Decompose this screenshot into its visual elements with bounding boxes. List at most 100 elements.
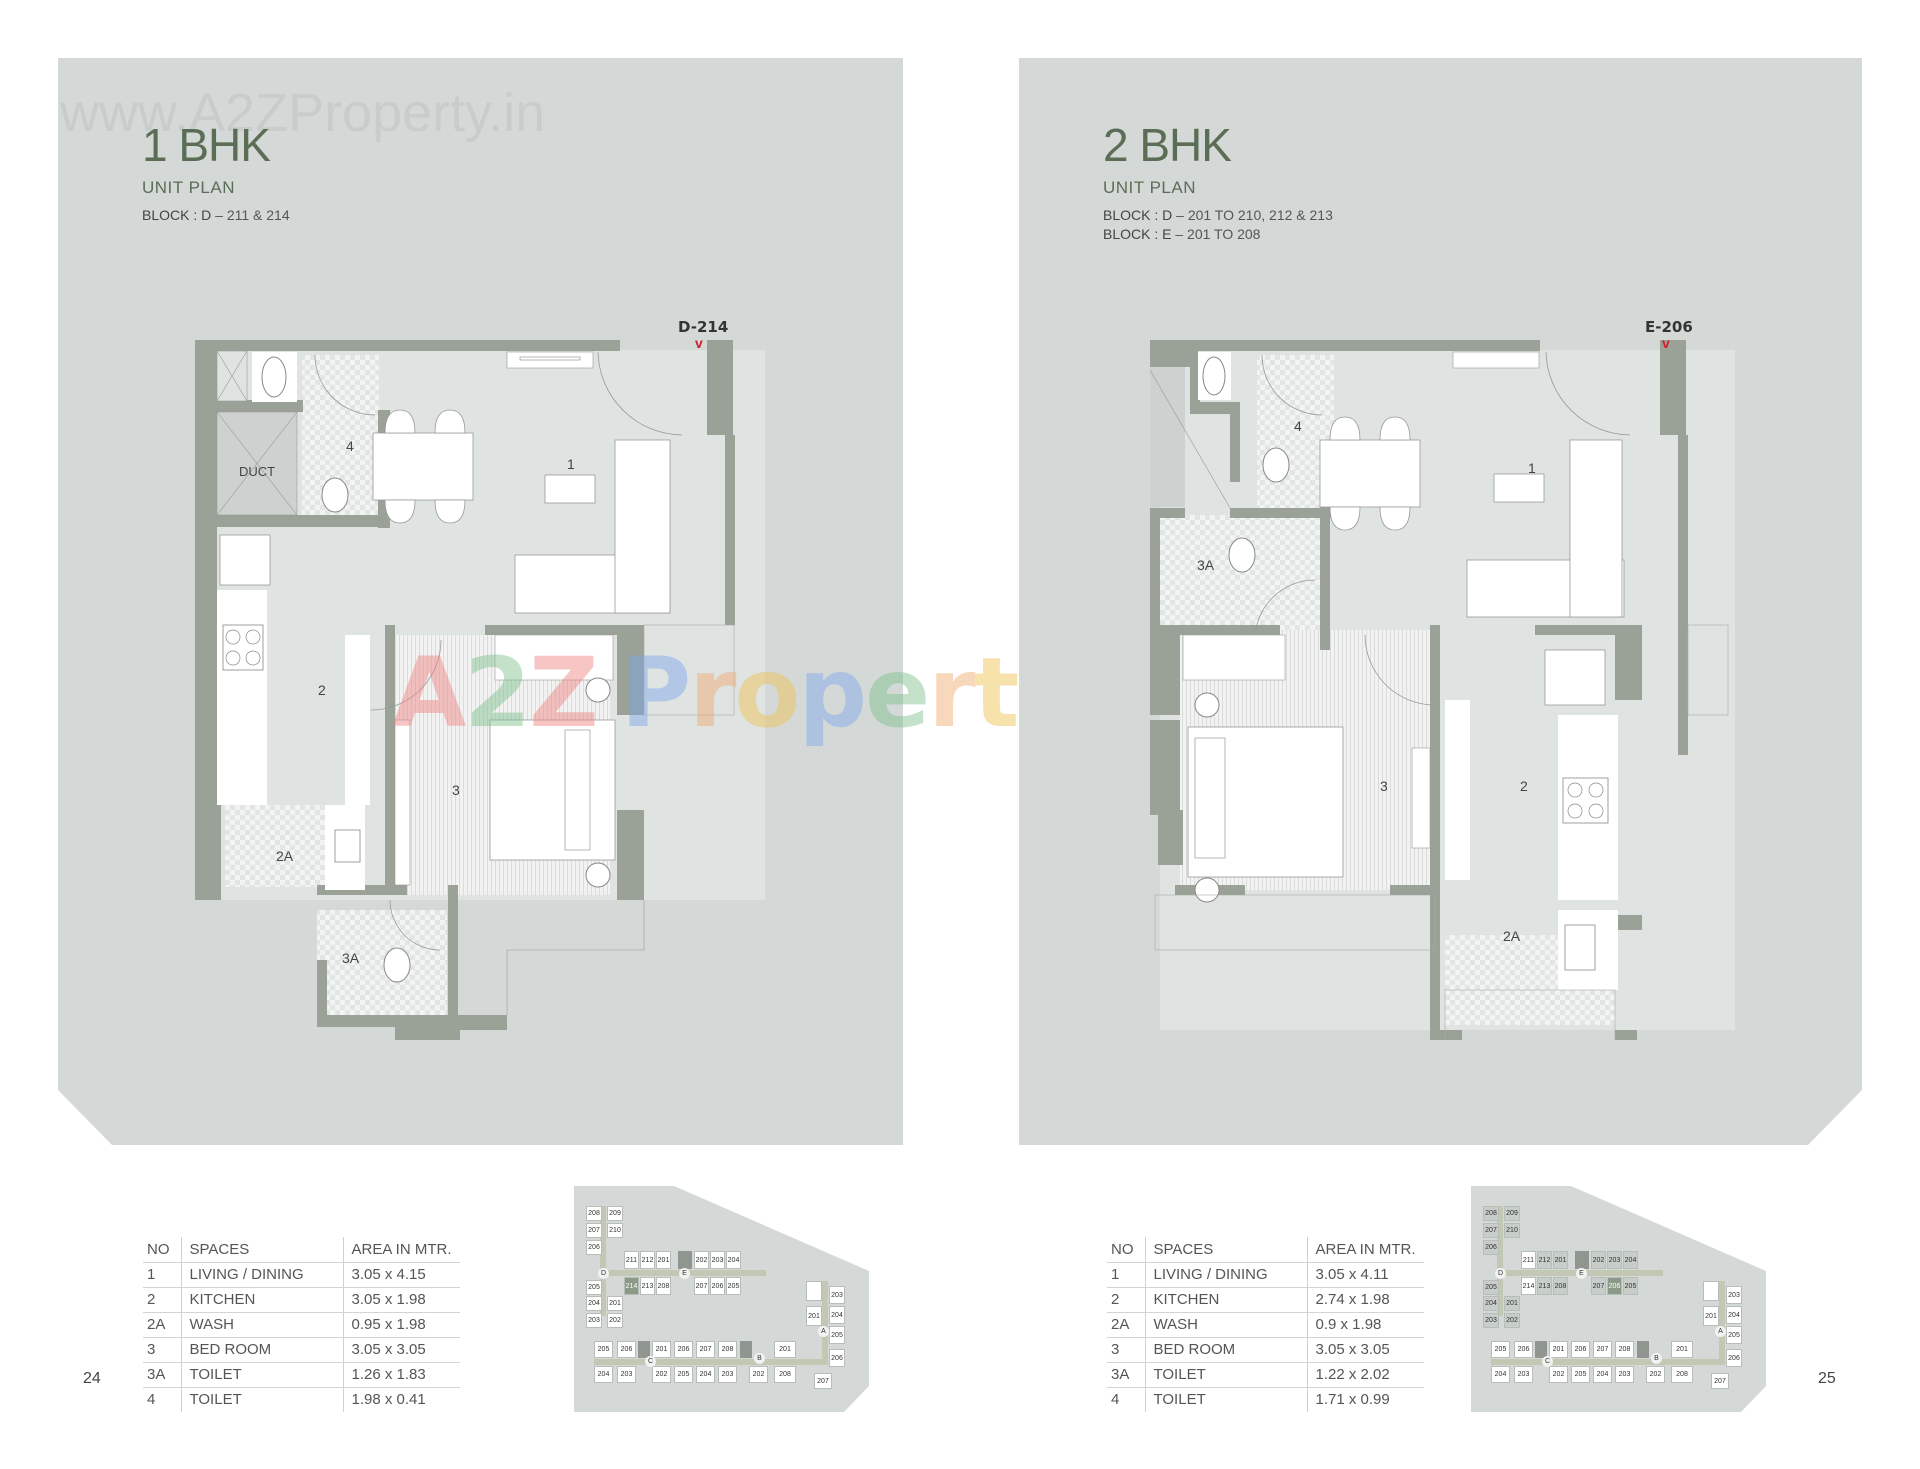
room-label-kitchen: 2 [318, 682, 326, 698]
key-plan-unit: 203 [1607, 1251, 1622, 1269]
cell-no: 3 [1107, 1337, 1146, 1363]
room-label-living: 1 [567, 456, 575, 472]
room-label-toilet-3a: 3A [342, 950, 360, 966]
key-plan-unit: 210 [1504, 1223, 1520, 1238]
cell-no: 2 [143, 1287, 182, 1313]
room-label-wash: 2A [276, 848, 294, 864]
cell-space: WASH [1145, 1312, 1308, 1338]
cell-space: TOILET [1145, 1387, 1308, 1412]
cell-area: 1.71 x 0.99 [1315, 1391, 1390, 1409]
cell-no: 3 [143, 1337, 182, 1363]
key-plan-unit: 202 [1549, 1366, 1568, 1383]
key-plan-unit: 203 [1514, 1366, 1533, 1383]
cell-space: TOILET [181, 1387, 344, 1412]
key-plan-unit: 207 [586, 1223, 602, 1238]
key-plan-unit-highlighted: 214 [624, 1277, 639, 1295]
col-header-spaces: SPACES [1145, 1237, 1308, 1263]
watermark-logo: A2ZProperty [392, 637, 1080, 749]
key-plan-unit: 205 [1623, 1277, 1638, 1295]
key-plan-unit: 202 [1646, 1366, 1665, 1383]
cell-no: 1 [1107, 1262, 1146, 1288]
key-plan-unit: 204 [726, 1251, 741, 1269]
cell-space: TOILET [181, 1362, 344, 1388]
block-info: BLOCK : D – 201 TO 210, 212 & 213 BLOCK … [1103, 206, 1333, 244]
key-plan-unit: 205 [829, 1326, 845, 1344]
key-plan-unit: 202 [1504, 1313, 1520, 1328]
right-title-block: 2 BHK UNIT PLAN BLOCK : D – 201 TO 210, … [1103, 122, 1333, 244]
left-title-block: 1 BHK UNIT PLAN BLOCK : D – 211 & 214 [142, 122, 290, 225]
col-header-area: AREA IN MTR. [1307, 1237, 1424, 1263]
unit-plan-subtitle: UNIT PLAN [142, 178, 235, 197]
key-plan-unit: 208 [1553, 1277, 1568, 1295]
cell-space: LIVING / DINING [1145, 1262, 1308, 1288]
key-plan-unit: 204 [1726, 1306, 1742, 1324]
cell-area: 2.74 x 1.98 [1307, 1287, 1424, 1313]
block-info: BLOCK : D – 211 & 214 [142, 206, 290, 225]
cell-area: 0.95 x 1.98 [343, 1312, 460, 1338]
cell-area: 3.05 x 3.05 [1307, 1337, 1424, 1363]
cell-space: BED ROOM [1145, 1337, 1308, 1363]
key-plan-unit: 207 [814, 1373, 832, 1389]
key-plan-unit: 210 [607, 1223, 623, 1238]
block-letter: E [1576, 1268, 1587, 1279]
cell-no: 1 [143, 1262, 182, 1288]
key-plan-unit: 203 [1726, 1286, 1742, 1304]
key-plan-unit [806, 1281, 822, 1301]
key-plan-unit: 207 [1711, 1373, 1729, 1389]
cell-space: WASH [181, 1312, 344, 1338]
block-letter: D [598, 1268, 609, 1279]
room-label-kitchen: 2 [1520, 778, 1528, 794]
cell-space: KITCHEN [1145, 1287, 1308, 1313]
col-header-no: NO [1107, 1237, 1146, 1263]
block-letter: D [1495, 1268, 1506, 1279]
key-plan-unit: 203 [710, 1251, 725, 1269]
key-plan-unit: 206 [829, 1349, 845, 1367]
key-plan-unit: 202 [749, 1366, 768, 1383]
key-plan-unit: 207 [694, 1277, 709, 1295]
cell-no: 4 [1107, 1387, 1146, 1412]
key-plan-unit: 205 [594, 1341, 613, 1358]
key-plan-unit: 207 [696, 1341, 715, 1358]
key-plan-unit: 205 [674, 1366, 693, 1383]
cell-area: 3.05 x 4.15 [343, 1262, 460, 1288]
cell-no: 3A [143, 1362, 182, 1388]
key-plan-unit: 201 [806, 1306, 822, 1326]
room-label-bedroom: 3 [1380, 778, 1388, 794]
key-plan-unit: 204 [1593, 1366, 1612, 1383]
key-plan-unit: 201 [656, 1251, 671, 1269]
cell-no: 2A [143, 1312, 182, 1338]
room-label-wash: 2A [1503, 928, 1521, 944]
entrance-arrow-icon: v [1662, 335, 1670, 351]
key-plan-unit: 202 [652, 1366, 671, 1383]
col-header-spaces: SPACES [181, 1237, 344, 1263]
key-plan-unit: 201 [774, 1341, 796, 1358]
key-plan-unit: 208 [1615, 1341, 1634, 1358]
key-plan-unit: 206 [674, 1341, 693, 1358]
key-plan-unit: 212 [1537, 1251, 1552, 1269]
cell-area: 3.05 x 1.98 [343, 1287, 460, 1313]
key-plan-unit: 208 [1671, 1366, 1693, 1383]
room-label-living: 1 [1528, 460, 1536, 476]
key-plan-unit: 202 [607, 1313, 623, 1328]
key-plan-unit: 204 [1623, 1251, 1638, 1269]
key-plan-unit: 204 [586, 1296, 602, 1311]
block-letter: A [818, 1326, 829, 1337]
key-plan-unit: 208 [1483, 1206, 1499, 1221]
key-plan-unit [1703, 1281, 1719, 1301]
block-letter: E [679, 1268, 690, 1279]
room-label-bedroom: 3 [452, 782, 460, 798]
table-header-row: NO SPACES AREA IN MTR. [143, 1237, 460, 1263]
cell-area: 1.26 x 1.83 [343, 1362, 460, 1388]
key-plan-unit: 205 [586, 1280, 602, 1295]
key-plan-unit: 201 [607, 1296, 623, 1311]
key-plan-unit: 209 [607, 1206, 623, 1221]
